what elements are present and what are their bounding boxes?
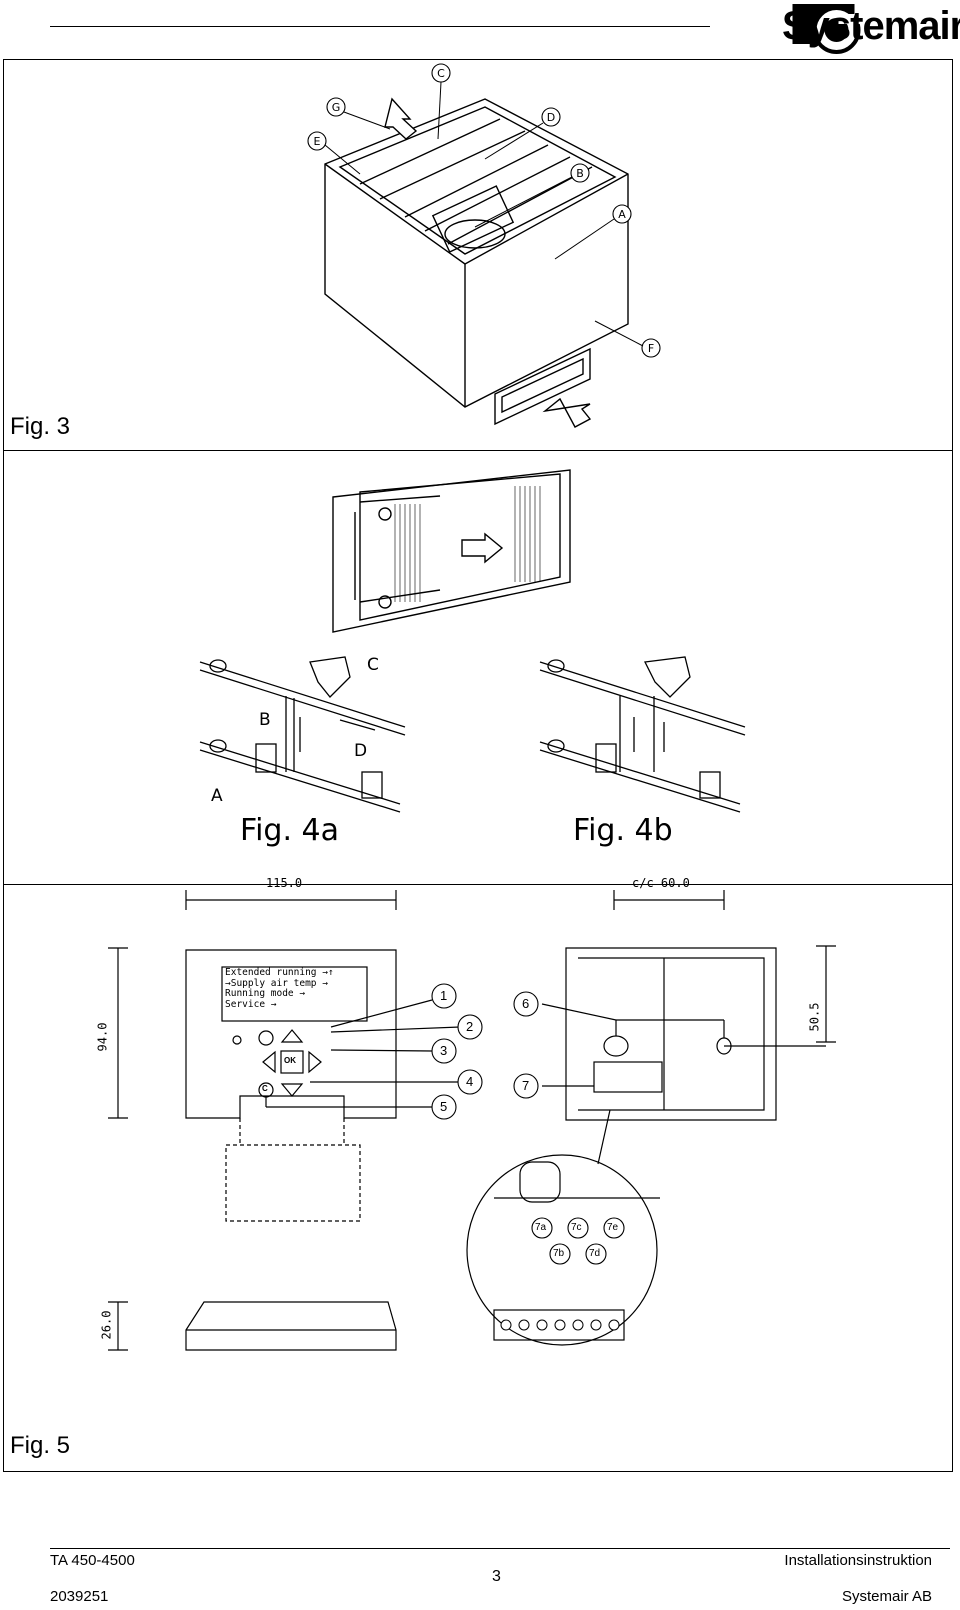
footer-rule [50,1548,950,1549]
fig3-label: Fig. 3 [10,413,71,440]
fig3-callout-d: D [547,111,555,124]
fig5-callout-5: 5 [440,1099,448,1114]
fig3-callout-g: G [332,101,341,114]
fig5-callout-1: 1 [440,988,448,1003]
fig4-divider [3,884,953,885]
header-rule [50,26,710,27]
dim-depth: 26.0 [99,1310,114,1340]
display-line-3: Running mode → [225,988,306,999]
fig5-callout-2: 2 [466,1019,474,1034]
dim-offset: 50.5 [807,1002,822,1032]
fig4a-callout-c: C [367,655,379,675]
fig3-divider [3,450,953,451]
terminal-7e: 7e [607,1222,619,1233]
brand-name: Systemair [782,4,960,48]
systemair-logo-icon [792,4,865,54]
fig5-label: Fig. 5 [10,1432,71,1459]
page-number: 3 [492,1568,501,1585]
fig4-coil-drawing [199,469,746,813]
doc-type: Installationsinstruktion [784,1552,932,1569]
panel-display: Extended running →↑ →Supply air temp → R… [225,967,365,1010]
fig4a-callout-b: B [259,710,271,730]
fig4a-label: Fig. 4a [240,813,339,848]
terminal-7d: 7d [589,1248,601,1259]
fig3-callout-a: A [618,208,626,221]
display-line-1: Extended running →↑ [225,967,334,978]
article-number: 2039251 [50,1588,109,1605]
fig5-callout-4: 4 [466,1074,474,1089]
ok-button-label: OK [284,1056,296,1065]
fig5-control-panel-drawing [108,890,836,1351]
terminal-7a: 7a [535,1222,547,1233]
dim-width: 115.0 [266,876,303,890]
fig3-callout-e: E [314,135,321,148]
fig4b-label: Fig. 4b [573,813,673,848]
fig3-callout-b: B [576,167,584,180]
fig3-callout-c: C [437,67,445,80]
fig4a-callout-d: D [354,741,368,761]
company-name: Systemair AB [841,1588,932,1605]
display-line-4: Service → [225,998,277,1010]
terminal-7c: 7c [571,1222,582,1233]
fig3-unit-drawing: C G E D B A F [307,63,661,428]
doc-id: TA 450-4500 [50,1552,135,1569]
fig3-callout-f: F [648,342,654,355]
c-button-label: C [262,1084,268,1093]
fig4a-callout-a: A [211,786,223,806]
fig5-callout-7: 7 [522,1078,530,1093]
dim-height: 94.0 [95,1022,110,1052]
display-line-2: →Supply air temp → [225,977,328,989]
terminal-7b: 7b [553,1248,565,1259]
dim-cc: c/c 60.0 [632,876,690,890]
fig5-callout-3: 3 [440,1043,448,1058]
fig5-callout-6: 6 [522,996,530,1011]
figure-frame [3,59,953,1472]
